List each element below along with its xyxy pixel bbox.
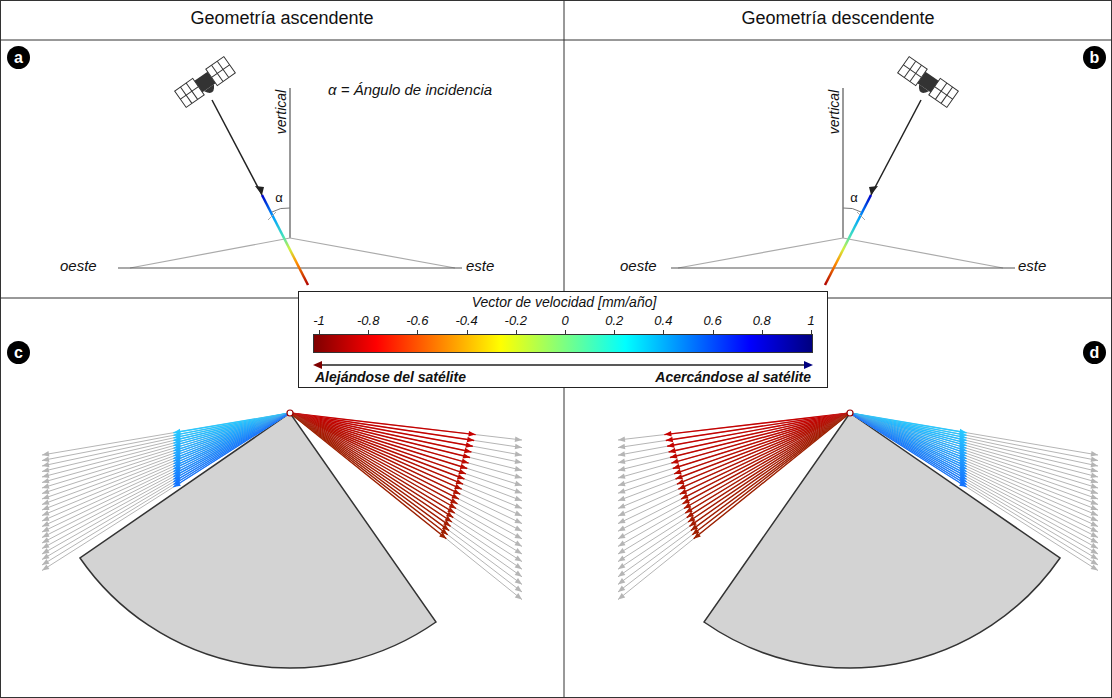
angle-symbol: α — [275, 191, 283, 205]
tick-mark — [319, 330, 320, 334]
panel-letter: d — [1083, 341, 1106, 364]
direction-label: oeste — [620, 258, 657, 275]
tick-mark — [516, 330, 517, 334]
descending-geometry — [671, 57, 1015, 285]
tick-label: 0 — [561, 314, 568, 328]
colorbar-box: Vector de velocidad [mm/año] -1 -0.8 -0.6 -0… — [298, 291, 828, 388]
direction-label: este — [466, 258, 494, 275]
tick-mark — [368, 330, 369, 334]
axis-label: vertical — [827, 90, 842, 134]
panel-header: Geometría descendente — [564, 9, 1112, 29]
legend-note: α = Ángulo de incidencia — [328, 82, 492, 99]
panel-letter: c — [7, 341, 30, 364]
axis-label: vertical — [274, 90, 289, 134]
colorbar-title: Vector de velocidad [mm/año] — [299, 295, 829, 310]
direction-label: oeste — [60, 258, 97, 275]
colorbar-gradient — [313, 334, 813, 353]
tick-mark — [614, 330, 615, 334]
tick-label: -1 — [313, 314, 325, 328]
panel-letter-text: b — [1090, 49, 1100, 67]
tick-label: -0.4 — [455, 314, 477, 328]
direction-label: Acercándose al satélite — [655, 370, 811, 385]
tick-label: 0.4 — [654, 314, 672, 328]
tick-label: 0.8 — [753, 314, 771, 328]
panel-letter-text: c — [14, 344, 23, 362]
direction-label: Alejándose del satélite — [315, 370, 466, 385]
tick-label: 1 — [807, 314, 814, 328]
tick-mark — [565, 330, 566, 334]
tick-mark — [417, 330, 418, 334]
panel-letter: a — [7, 46, 30, 69]
tick-mark — [713, 330, 714, 334]
tick-mark — [762, 330, 763, 334]
tick-mark — [811, 330, 812, 334]
direction-label: este — [1018, 258, 1046, 275]
panel-header: Geometría ascendente — [0, 9, 564, 29]
tick-label: -0.6 — [406, 314, 428, 328]
tick-mark — [663, 330, 664, 334]
tick-label: 0.2 — [605, 314, 623, 328]
angle-symbol: α — [850, 191, 858, 205]
tick-label: -0.2 — [505, 314, 527, 328]
tick-label: -0.8 — [357, 314, 379, 328]
panel-letter: b — [1083, 46, 1106, 69]
panel-letter-text: a — [14, 49, 23, 67]
ascending-fan — [42, 410, 522, 668]
panel-letter-text: d — [1090, 344, 1100, 362]
tick-label: 0.6 — [704, 314, 722, 328]
descending-fan — [618, 410, 1098, 668]
tick-mark — [467, 330, 468, 334]
